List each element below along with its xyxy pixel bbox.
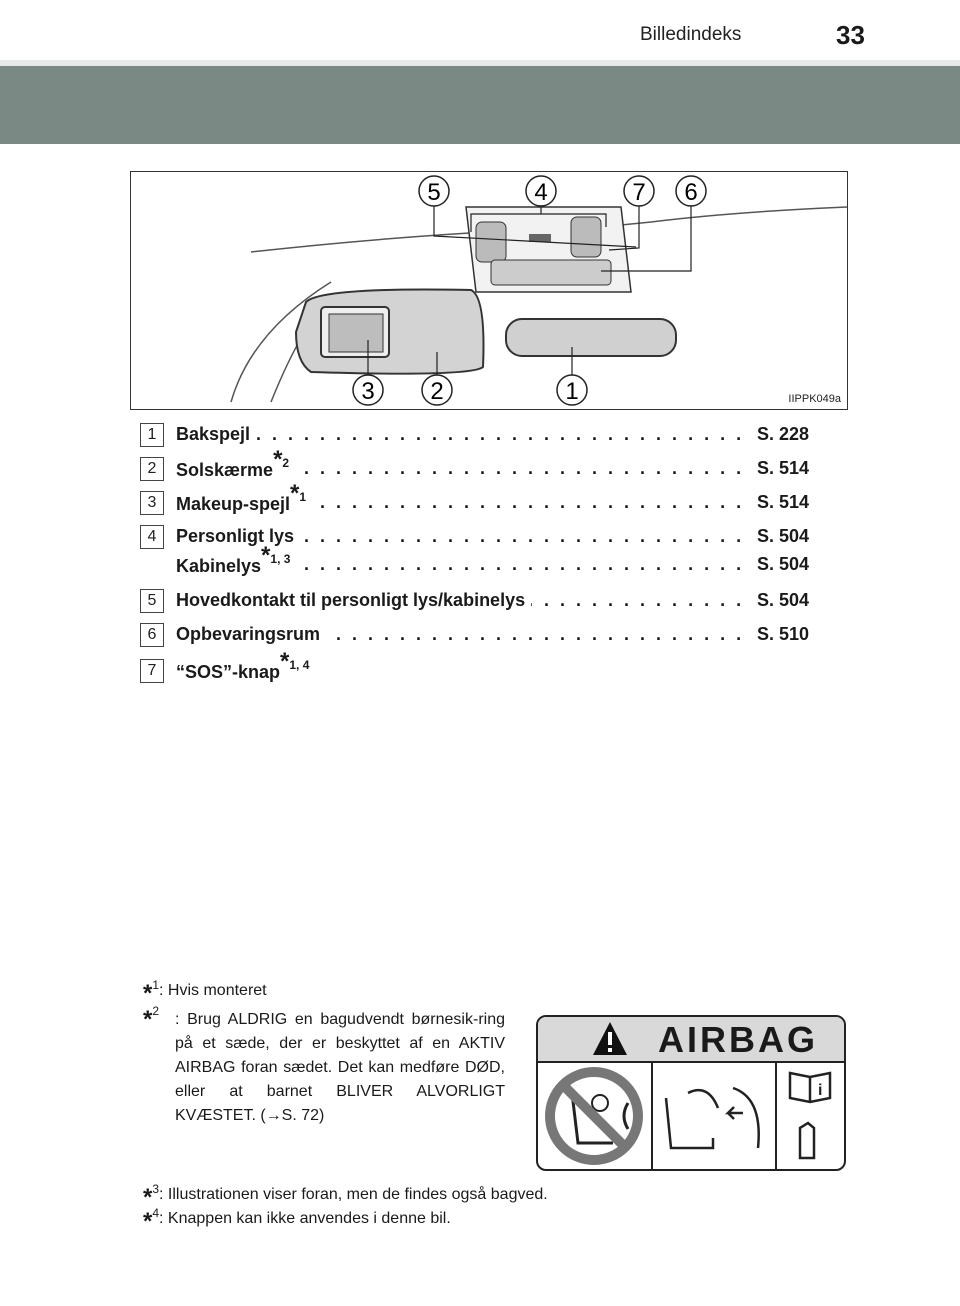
list-item: 6 . . . . . . . . . . . . . . . . . . . … bbox=[140, 620, 820, 650]
footnote-2-mark: *2 bbox=[143, 1004, 159, 1032]
airbag-label-header: AIRBAG bbox=[538, 1017, 844, 1063]
footnote-mark: 4 bbox=[152, 1206, 160, 1220]
footnote-mark: 1 bbox=[152, 978, 160, 992]
item-number: 1 bbox=[140, 423, 164, 447]
car-interior-drawing: 5 4 7 6 3 2 1 bbox=[230, 175, 847, 406]
item-number: 2 bbox=[140, 457, 164, 481]
dot-leader: . . . . . . . . . . . . . . . . . . . . … bbox=[176, 492, 745, 512]
item-label: Makeup-spejl bbox=[176, 494, 291, 514]
item-number: 7 bbox=[140, 659, 164, 683]
footnote-star: * bbox=[143, 1208, 153, 1235]
item-number: 3 bbox=[140, 491, 164, 515]
header-rule bbox=[0, 60, 960, 66]
item-label: Opbevaringsrum bbox=[176, 624, 327, 644]
item-number: 6 bbox=[140, 623, 164, 647]
list-item: 2 . . . . . . . . . . . . . . . . . . . … bbox=[140, 448, 820, 484]
footnote-text: : Hvis monteret bbox=[159, 982, 267, 999]
item-label: Bakspejl bbox=[176, 424, 257, 444]
svg-text:i: i bbox=[818, 1082, 822, 1099]
item-page-link[interactable]: S. 514 bbox=[752, 492, 809, 513]
item-page-link[interactable]: S. 504 bbox=[752, 526, 809, 547]
svg-text:7: 7 bbox=[632, 179, 645, 206]
item-sup: 1 bbox=[299, 490, 307, 504]
dot-leader: . . . . . . . . . . . . . . . . . . . . … bbox=[176, 554, 745, 574]
item-page-link[interactable]: S. 504 bbox=[752, 554, 809, 575]
airbag-warning-label: AIRBAG i bbox=[536, 1015, 846, 1171]
overhead-illustration: 5 4 7 6 3 2 1 IIPPK049a bbox=[130, 171, 848, 410]
warning-icon bbox=[593, 1022, 627, 1055]
svg-text:6: 6 bbox=[684, 179, 697, 206]
item-page-link[interactable]: S. 228 bbox=[752, 424, 809, 445]
header-band bbox=[0, 66, 960, 144]
list-item: 5 . . . . . . . . . . . . . . . . . . . … bbox=[140, 586, 820, 616]
section-title: Billedindeks bbox=[640, 24, 742, 45]
svg-text:3: 3 bbox=[361, 378, 374, 405]
footnote-mark: 2 bbox=[152, 1004, 160, 1018]
item-label: Hovedkontakt til personligt lys/kabinely… bbox=[176, 590, 532, 610]
airbag-title: AIRBAG bbox=[658, 1019, 818, 1060]
list-item: 1 . . . . . . . . . . . . . . . . . . . … bbox=[140, 420, 820, 450]
list-item: . . . . . . . . . . . . . . . . . . . . … bbox=[140, 544, 820, 580]
footnote-star: * bbox=[143, 1006, 153, 1033]
footnote-star: * bbox=[261, 542, 271, 569]
item-sup: 1, 4 bbox=[289, 658, 310, 672]
item-label: Solskærme bbox=[176, 460, 274, 480]
item-label: Personligt lys bbox=[176, 526, 301, 546]
item-sup: 2 bbox=[282, 456, 290, 470]
footnote-3: *3: Illustrationen viser foran, men de f… bbox=[143, 1182, 548, 1210]
footnote-star: * bbox=[280, 648, 290, 675]
airbag-deploy-icon bbox=[664, 1086, 760, 1150]
manual-book-icon: i bbox=[788, 1071, 832, 1160]
footnote-star: * bbox=[273, 446, 283, 473]
item-page-link[interactable]: S. 504 bbox=[752, 590, 809, 611]
footnote-text: : Knappen kan ikke anvendes i denne bil. bbox=[159, 1210, 451, 1227]
svg-text:5: 5 bbox=[427, 179, 440, 206]
page-number: 33 bbox=[836, 20, 865, 50]
footnote-1: *1: Hvis monteret bbox=[143, 978, 267, 1006]
svg-text:2: 2 bbox=[430, 378, 443, 405]
svg-text:4: 4 bbox=[534, 179, 547, 206]
footnote-mark: 3 bbox=[152, 1182, 160, 1196]
footnote-text: : Illustrationen viser foran, men de fin… bbox=[159, 1186, 548, 1203]
footnote-star: * bbox=[143, 1184, 153, 1211]
footnote-star: * bbox=[143, 980, 153, 1007]
item-number: 4 bbox=[140, 525, 164, 549]
list-item: 3 . . . . . . . . . . . . . . . . . . . … bbox=[140, 482, 820, 518]
list-item: 7 “SOS”-knap*1, 4 bbox=[140, 650, 820, 686]
dot-leader: . . . . . . . . . . . . . . . . . . . . … bbox=[176, 526, 745, 546]
item-page-link[interactable]: S. 514 bbox=[752, 458, 809, 479]
footnote-4: *4: Knappen kan ikke anvendes i denne bi… bbox=[143, 1206, 451, 1234]
footnote-2-text: : Brug ALDRIG en bagudvendt børnesik-rin… bbox=[175, 1011, 505, 1124]
dot-leader: . . . . . . . . . . . . . . . . . . . . … bbox=[176, 458, 745, 478]
list-item: 4 . . . . . . . . . . . . . . . . . . . … bbox=[140, 522, 820, 552]
item-label: Kabinelys bbox=[176, 556, 262, 576]
item-number: 5 bbox=[140, 589, 164, 613]
airbag-pictograms: i bbox=[545, 1063, 832, 1169]
svg-text:1: 1 bbox=[565, 378, 578, 405]
footnote-star: * bbox=[290, 480, 300, 507]
item-sup: 1, 3 bbox=[270, 552, 291, 566]
item-page-link[interactable]: S. 510 bbox=[752, 624, 809, 645]
no-child-seat-icon bbox=[545, 1067, 643, 1165]
item-label: “SOS”-knap bbox=[176, 662, 281, 682]
dot-leader: . . . . . . . . . . . . . . . . . . . . … bbox=[176, 424, 745, 444]
figure-code: IIPPK049a bbox=[788, 393, 841, 405]
